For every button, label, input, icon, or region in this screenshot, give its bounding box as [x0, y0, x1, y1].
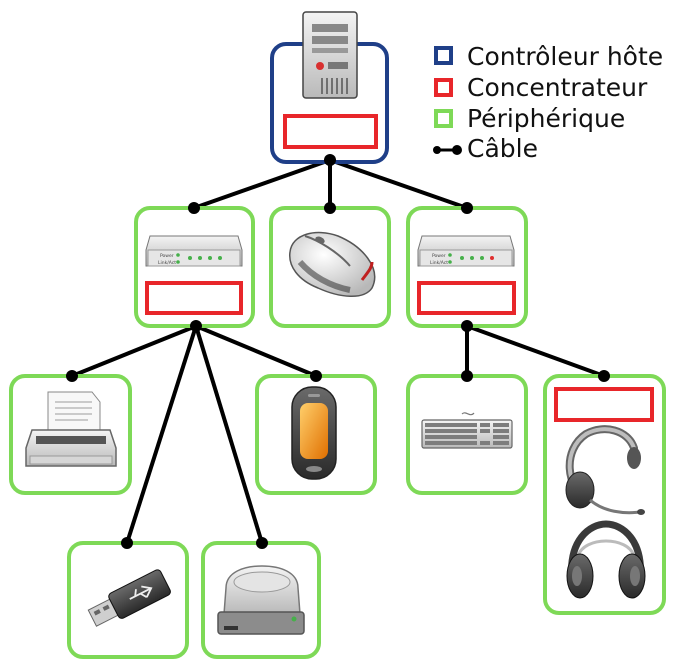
connector-dot — [461, 370, 473, 382]
cable-hub-left-printer — [71, 324, 197, 378]
connector-dot — [310, 370, 322, 382]
hard-drive-icon — [217, 565, 305, 635]
legend-device-swatch — [434, 109, 453, 128]
legend-hub-swatch — [434, 78, 453, 97]
cable-host-hub-left — [193, 158, 331, 210]
hub-left-node: Power Link/Act — [134, 206, 255, 328]
headset-icon — [565, 425, 645, 515]
cable-hub-left-phone — [195, 324, 317, 378]
hub-right-led-link: Link/Act — [430, 260, 448, 266]
hub-right-led-power: Power — [432, 253, 446, 259]
keyboard-icon — [421, 412, 513, 449]
legend-controller-label: Contrôleur hôte — [467, 42, 663, 71]
connector-dot — [324, 202, 336, 214]
usb-hub-icon: Power Link/Act — [417, 235, 515, 267]
cable-hub-right-headset — [466, 324, 605, 378]
connector-dot — [256, 537, 268, 549]
legend-controller-swatch — [434, 46, 453, 65]
legend-cable-swatch — [433, 145, 462, 155]
cable-host-hub-right — [329, 158, 468, 210]
hub-left-led-link: Link/Act — [158, 260, 176, 266]
connector-dot — [324, 154, 336, 166]
connector-dot — [188, 202, 200, 214]
phone-node — [255, 374, 377, 495]
hub-left-led-power: Power — [160, 253, 174, 259]
mobile-phone-icon — [291, 386, 337, 480]
headphones-icon — [566, 520, 646, 599]
printer-icon — [25, 391, 117, 467]
mouse-node — [269, 206, 391, 328]
connector-dot — [66, 370, 78, 382]
usb-stick-node — [67, 541, 189, 659]
mouse-icon — [289, 231, 376, 297]
usb-stick-icon — [87, 569, 171, 627]
headset-combo-node — [543, 374, 666, 615]
cable-connectors — [66, 154, 610, 549]
connector-dot — [461, 320, 473, 332]
keyboard-node — [406, 374, 528, 495]
host-controller-node — [270, 11, 389, 164]
legend-cable-label: Câble — [467, 134, 538, 163]
hub-left-hub-box — [145, 281, 243, 315]
usb-hub-icon: Power Link/Act — [145, 235, 243, 267]
headset-combo-hub-box — [554, 387, 654, 422]
connector-dot — [190, 320, 202, 332]
hub-right-node: Power Link/Act — [406, 206, 528, 328]
hub-right-hub-box — [417, 281, 516, 315]
server-tower-icon — [302, 11, 358, 99]
connector-dot — [121, 537, 133, 549]
legend-device-label: Périphérique — [467, 104, 625, 133]
cables — [71, 158, 605, 544]
connector-dot — [598, 370, 610, 382]
legend-hub-label: Concentrateur — [467, 73, 648, 102]
hard-drive-node — [201, 541, 321, 659]
cable-hub-left-usb-stick — [125, 325, 198, 544]
cable-hub-left-hard-drive — [194, 325, 264, 544]
legend: Contrôleur hôte Concentrateur Périphériq… — [433, 42, 663, 163]
host-hub-box — [283, 114, 378, 149]
printer-node — [9, 374, 132, 495]
connector-dot — [461, 202, 473, 214]
